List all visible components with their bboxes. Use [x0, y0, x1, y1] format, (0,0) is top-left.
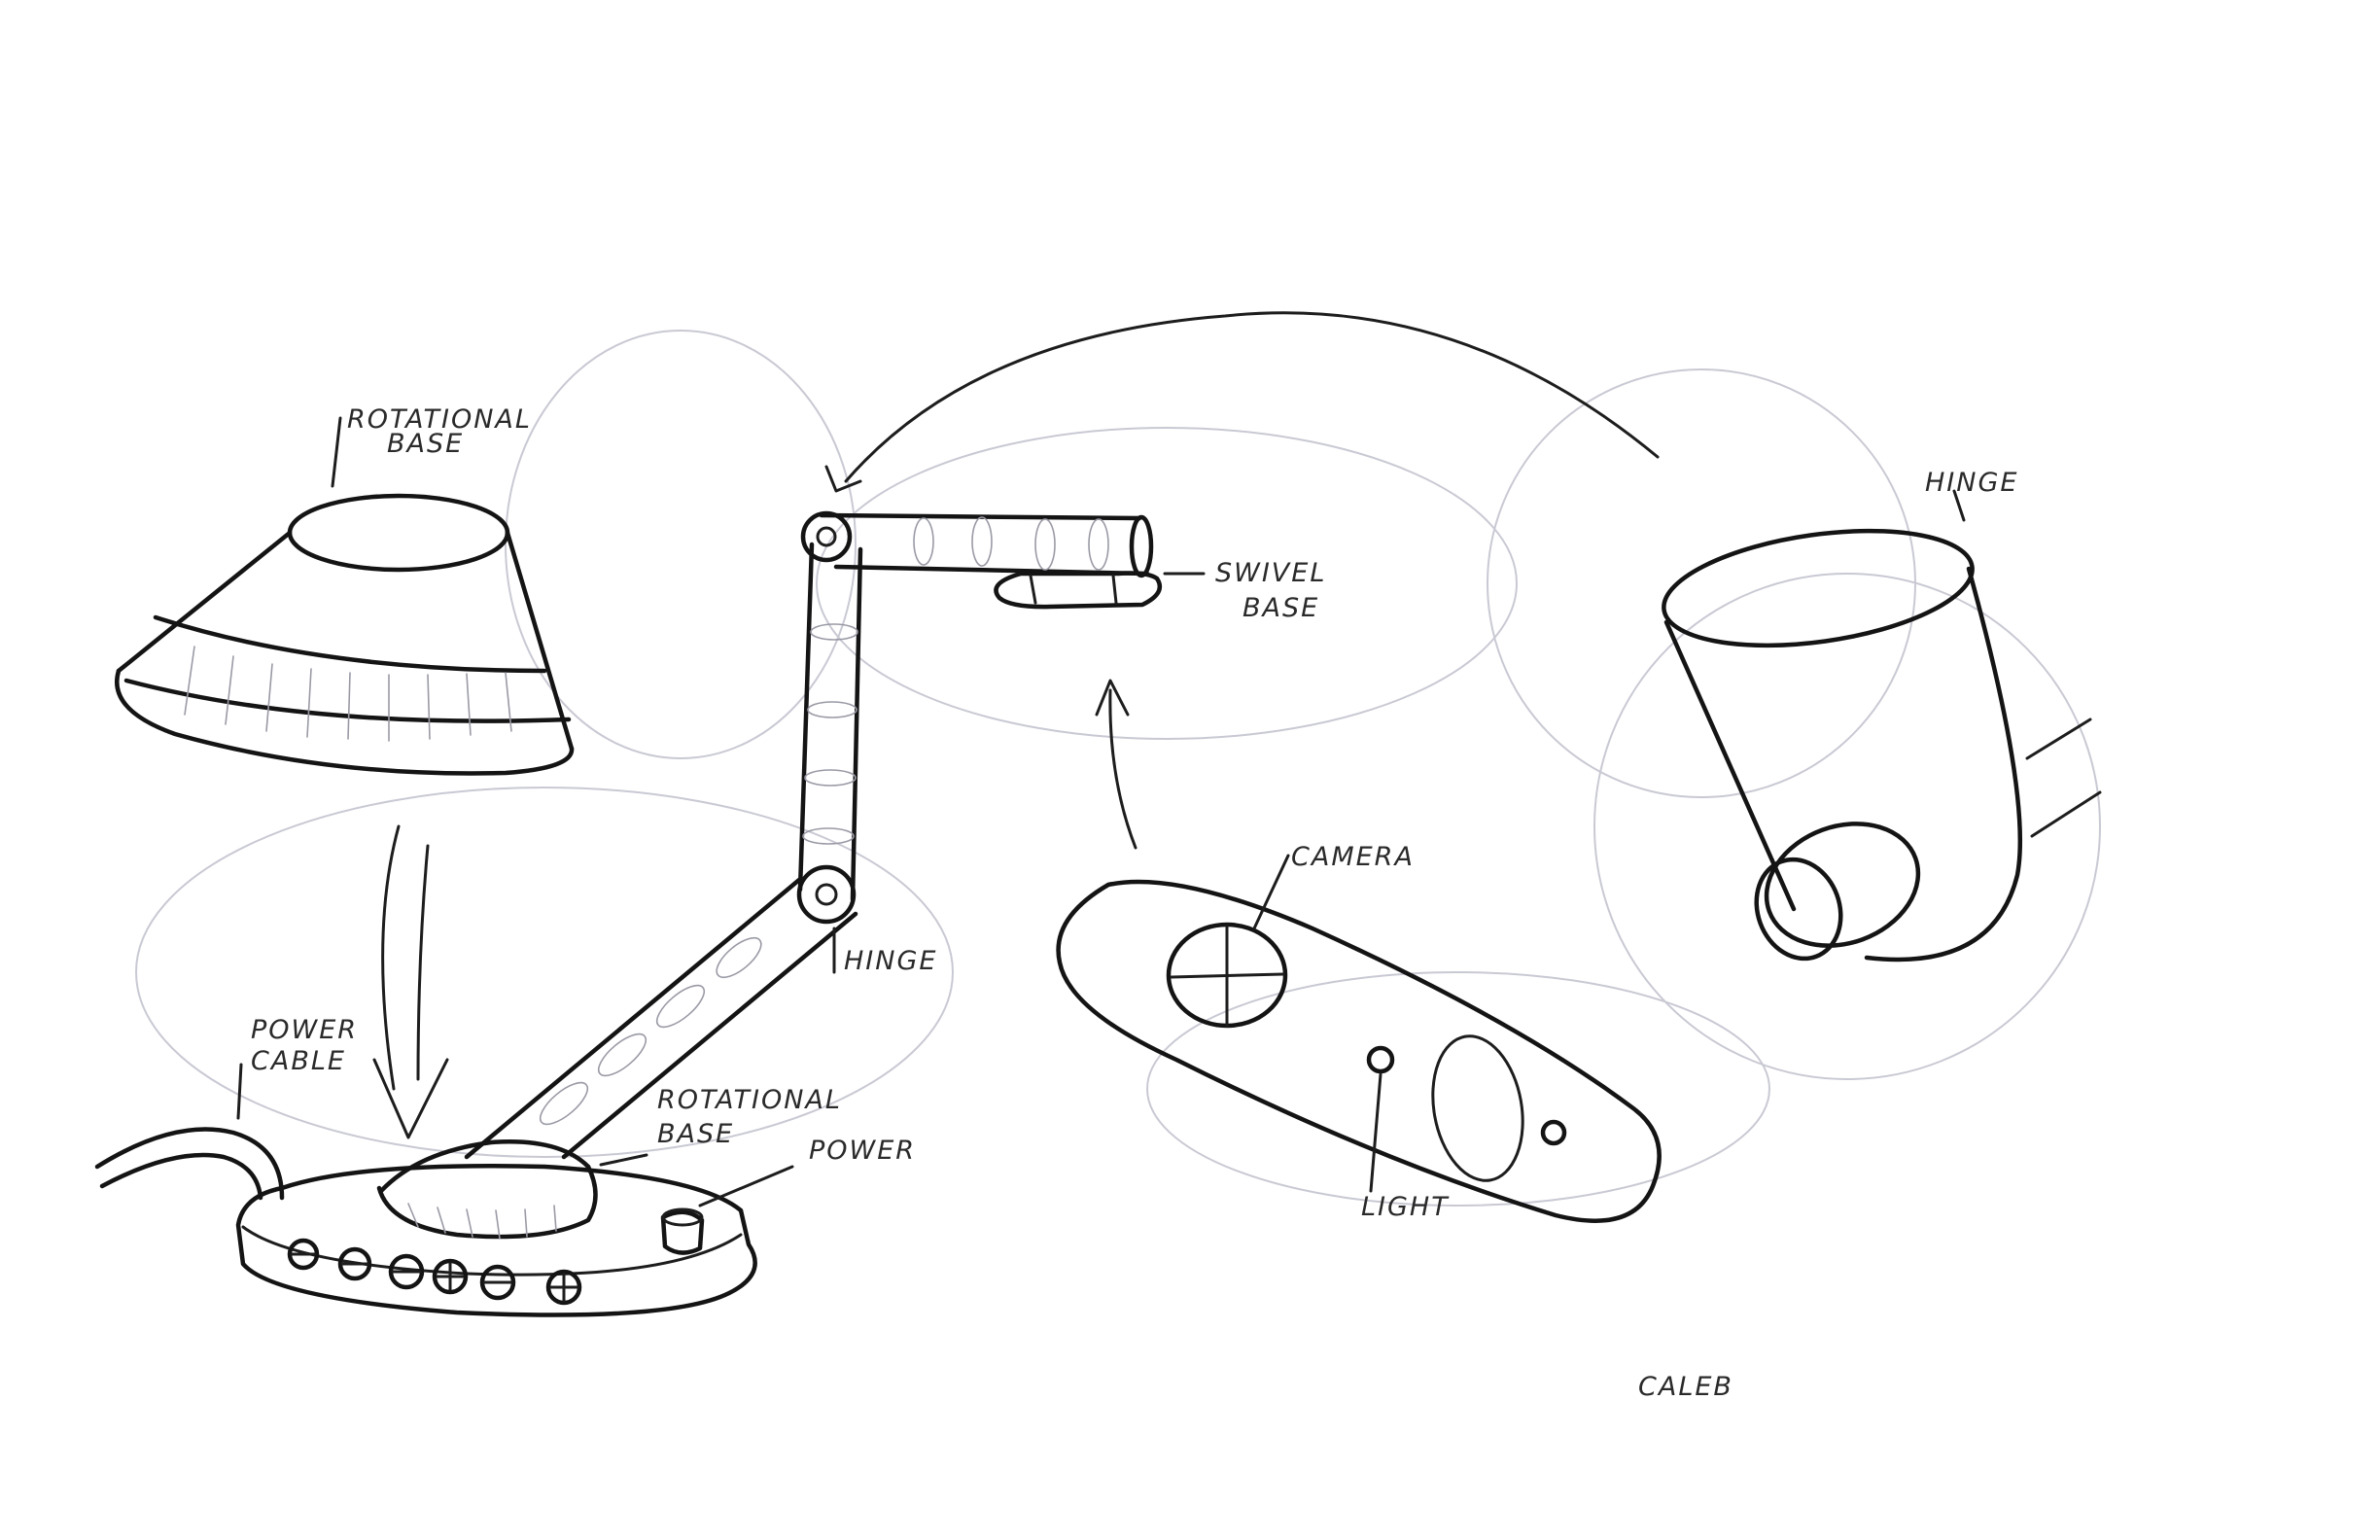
leader-hinge-right [1952, 489, 1966, 522]
construction-lines [135, 330, 2101, 1207]
label-rotational-base-top: ROTATIONAL [347, 404, 532, 435]
label-hinge-arm: HINGE [844, 946, 937, 976]
label-camera: CAMERA [1291, 842, 1415, 872]
label-swivel-base: SWIVEL [1215, 558, 1326, 588]
label-power: POWER [809, 1136, 916, 1166]
leader-power-cable [236, 1063, 243, 1120]
label-rotational-base-bottom-2: BASE [657, 1119, 734, 1149]
label-power-cable: POWER [251, 1015, 358, 1045]
power-cable [94, 1127, 285, 1201]
leader-light [1369, 1072, 1382, 1193]
light-led [1366, 1045, 1395, 1074]
label-light: LIGHT [1361, 1192, 1450, 1222]
arc-arrow [824, 311, 1660, 493]
assembly-arrow-down [372, 824, 449, 1139]
label-hinge-right: HINGE [1925, 468, 2018, 498]
label-swivel-base-2: BASE [1242, 593, 1319, 623]
leader-rotational-base-bottom [599, 1153, 648, 1167]
power-button [660, 1209, 705, 1255]
arm-assembly [464, 510, 1163, 1160]
leader-power [698, 1165, 794, 1208]
label-rotational-base-top-2: BASE [387, 429, 464, 459]
label-power-cable-2: CABLE [251, 1046, 346, 1076]
camera-head [1056, 879, 1662, 1223]
lamp-base [235, 1139, 757, 1317]
signature: CALEB [1638, 1372, 1733, 1402]
leader-rotational-base-top [331, 416, 342, 488]
hinge-part [1662, 528, 2102, 962]
arrow-up [1095, 679, 1138, 850]
base-buttons [287, 1238, 582, 1306]
rotational-base-top [115, 493, 575, 776]
leader-camera [1252, 854, 1290, 930]
label-rotational-base-bottom: ROTATIONAL [657, 1085, 842, 1115]
